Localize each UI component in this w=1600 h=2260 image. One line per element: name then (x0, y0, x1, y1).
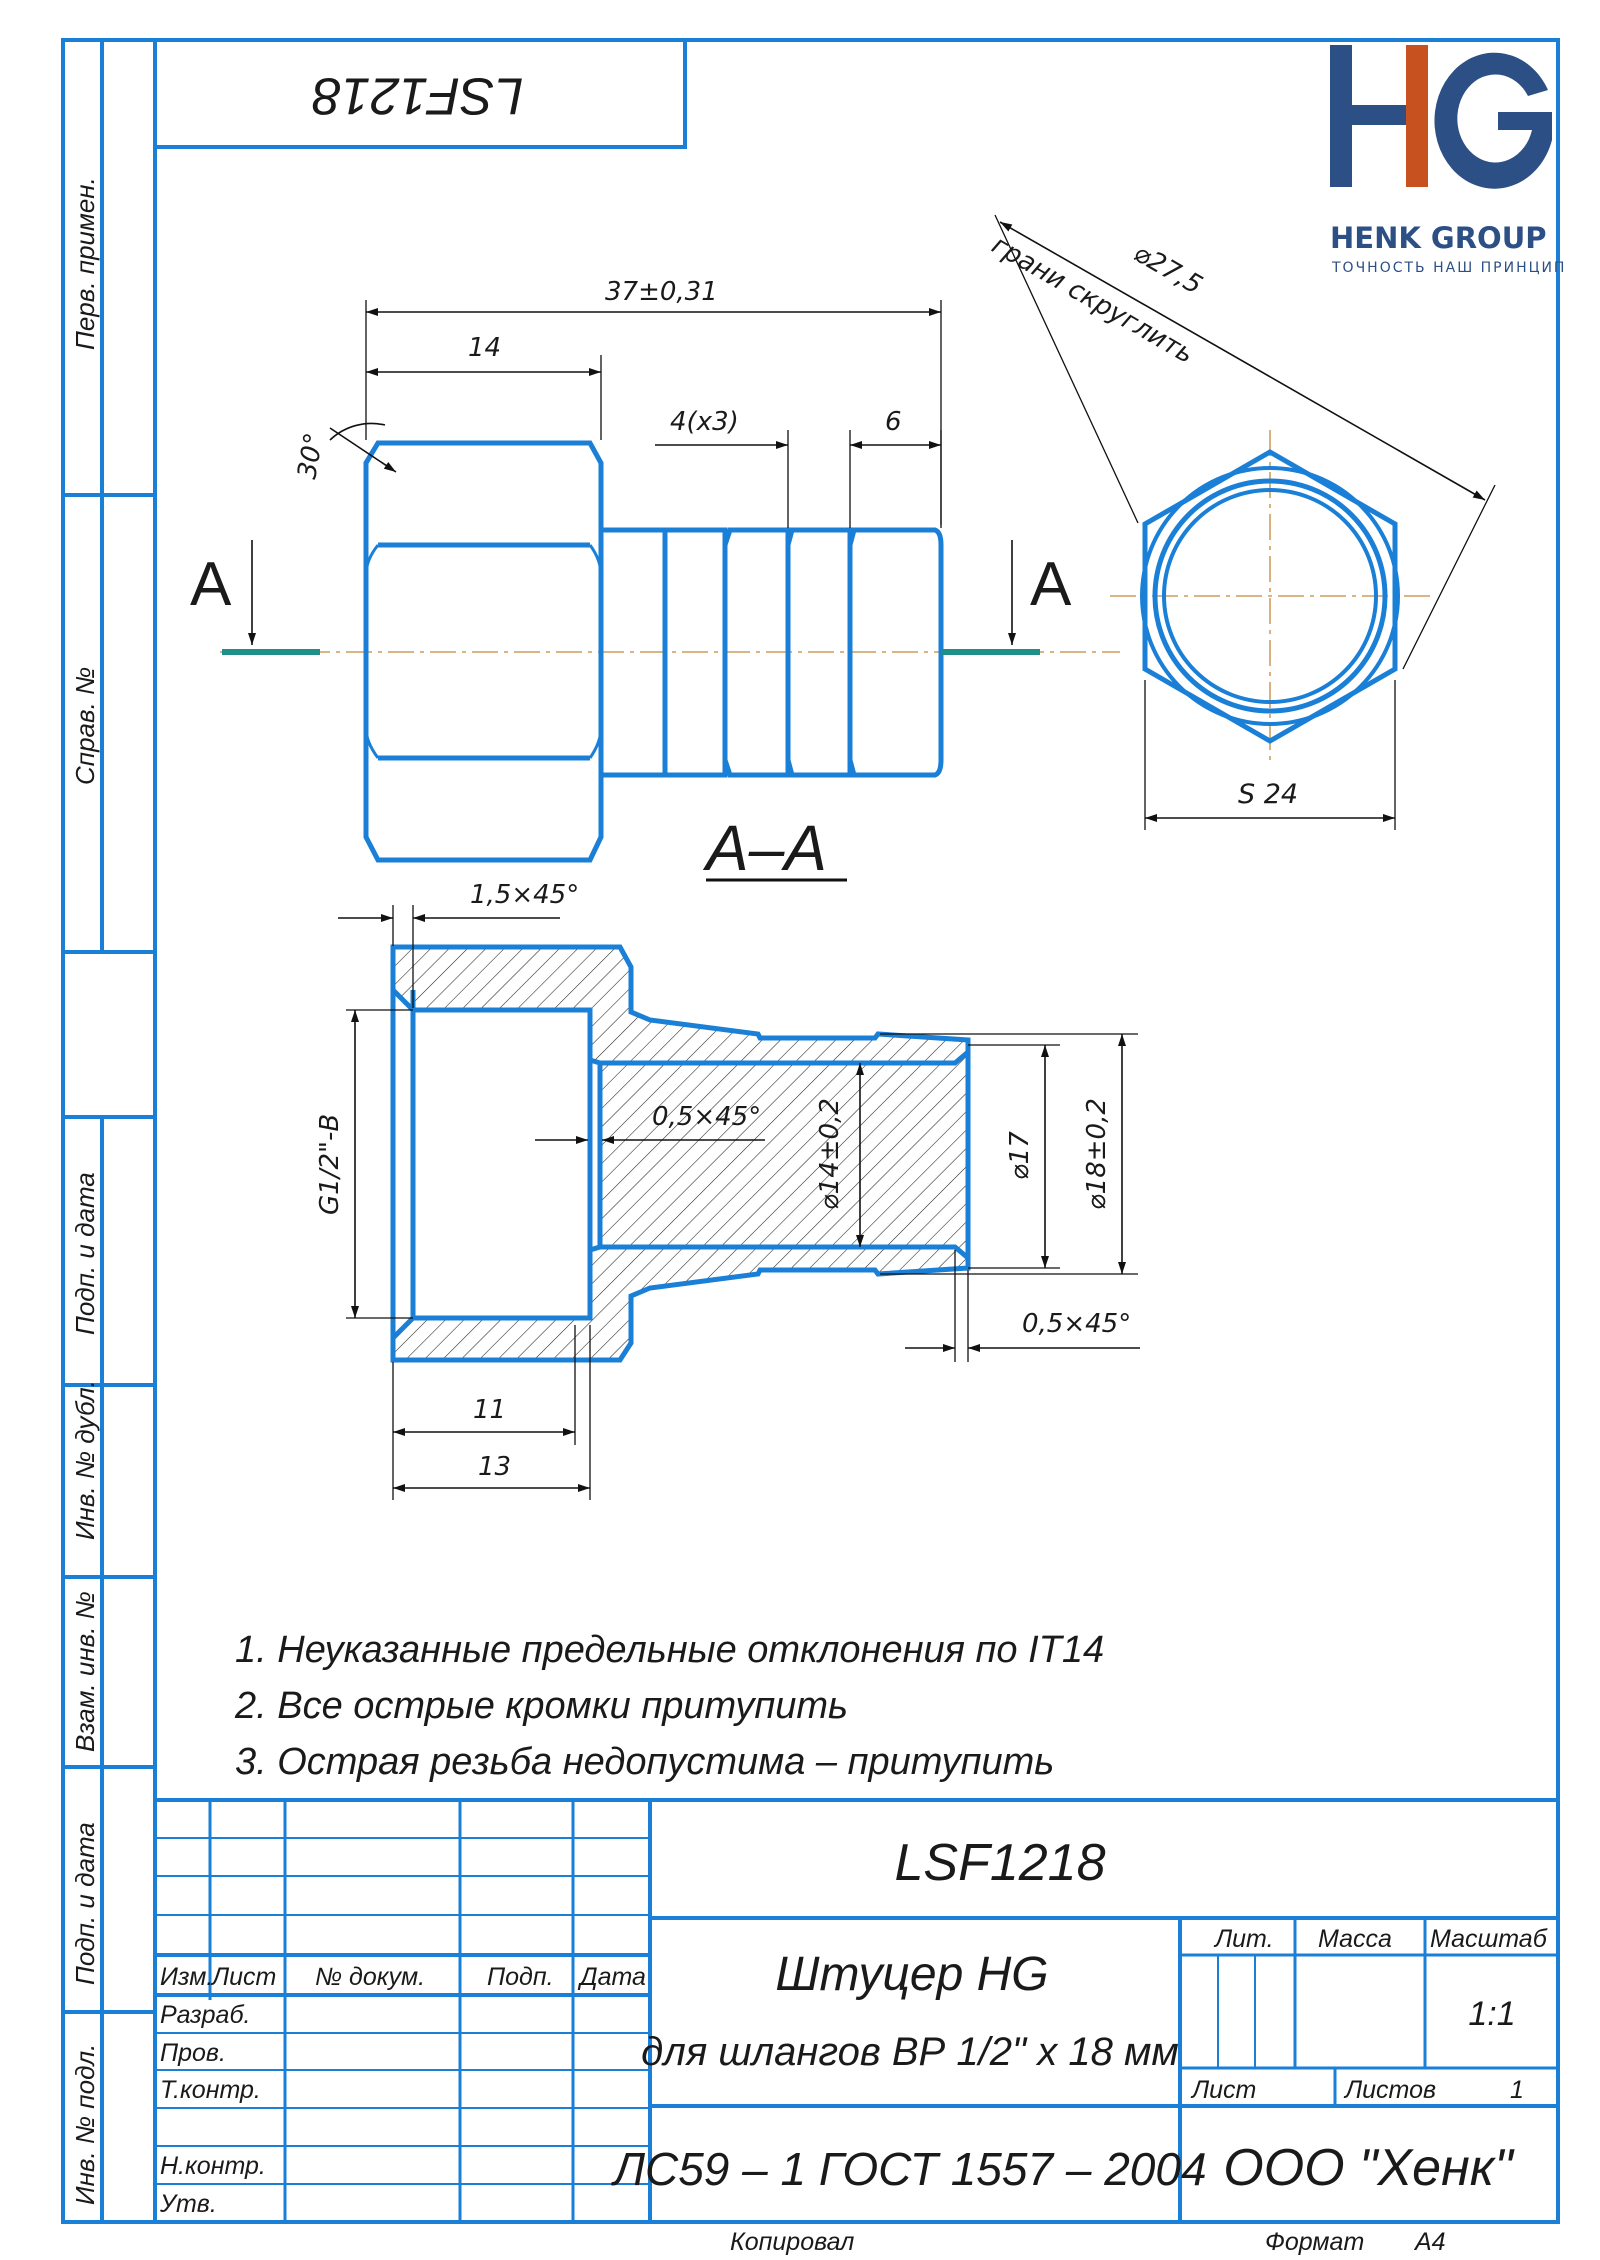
dim-hex-size: S 24 (1238, 779, 1298, 810)
footer-format-value: А4 (1413, 2228, 1446, 2256)
footer-format: Формат (1265, 2228, 1364, 2256)
tb-listov-value: 1 (1510, 2076, 1524, 2104)
end-view: ⌀27,5 грани скруглить S 24 (987, 214, 1496, 830)
tb-massa: Масса (1318, 1925, 1392, 1953)
col-podp: Подп. (487, 1963, 554, 1991)
dim-total-length: 37±0,31 (605, 277, 718, 307)
row-nkontr: Н.контр. (160, 2152, 266, 2180)
tb-subname: для шлангов ВР 1/2" х 18 мм (641, 2030, 1179, 2074)
note-2: 2. Все острые кромки притупить (234, 1685, 848, 1727)
logo-slogan: ТОЧНОСТЬ НАШ ПРИНЦИП (1331, 260, 1566, 276)
tb-scale: 1:1 (1468, 1995, 1515, 2033)
section-a-a: А–А 1,5×45° G1/2"-B 0,5×45° ⌀14±0,2 (315, 812, 1140, 1500)
footer-kopiroval: Копировал (730, 2228, 854, 2256)
section-mark-left: А (190, 550, 232, 619)
row-tkontr: Т.контр. (160, 2076, 261, 2104)
henk-group-logo: HENK GROUP ТОЧНОСТЬ НАШ ПРИНЦИП (1330, 45, 1566, 276)
dim-bore: ⌀14±0,2 (815, 1098, 845, 1210)
sheet-frame (61, 38, 1560, 2224)
dim-len-11: 11 (473, 1395, 506, 1425)
col-data: Дата (577, 1963, 646, 1991)
section-title: А–А (702, 812, 827, 884)
label-perv-primen: Перв. примен. (70, 177, 100, 350)
technical-notes: 1. Неуказанные предельные отклонения по … (234, 1629, 1104, 1783)
dim-rib-diameter: ⌀18±0,2 (1082, 1098, 1112, 1210)
tb-listov: Листов (1343, 2076, 1436, 2104)
note-3: 3. Острая резьба недопустима – притупить (235, 1741, 1054, 1783)
dim-chamfer-end: 0,5×45° (1022, 1309, 1131, 1339)
logo-company: HENK GROUP (1330, 221, 1547, 255)
dim-rib-end: 6 (885, 407, 902, 437)
dim-hex-length: 14 (468, 333, 501, 363)
title-block: Изм. Лист № докум. Подп. Дата Разраб. Пр… (155, 1798, 1558, 2222)
dim-across-corners: ⌀27,5 (1129, 238, 1208, 301)
col-list: Лист (210, 1963, 276, 1991)
tb-masshtab: Масштаб (1430, 1925, 1548, 1953)
dim-shank: ⌀17 (1005, 1131, 1035, 1180)
label-sprav-no: Справ. № (70, 667, 100, 785)
side-view: А А 37±0,31 14 30° 4(x3) 6 (190, 277, 1120, 863)
row-razrab: Разраб. (160, 2001, 250, 2029)
label-podp-data-1: Подп. и дата (70, 1172, 100, 1335)
dim-chamfer-outer: 1,5×45° (470, 880, 579, 910)
dim-thread: G1/2"-B (315, 1114, 345, 1215)
section-mark-right: А (1030, 550, 1072, 619)
tb-lit: Лит. (1213, 1925, 1274, 1953)
tb-organization: ООО "Хенк" (1223, 2139, 1515, 2197)
tb-list: Лист (1190, 2076, 1256, 2104)
note-1: 1. Неуказанные предельные отклонения по … (235, 1629, 1104, 1671)
dim-chamfer-angle: 30° (292, 431, 330, 482)
col-dokum: № докум. (315, 1963, 425, 1991)
side-strip: Перв. примен. Справ. № Подп. и дата Инв.… (63, 40, 155, 2222)
dim-chamfer-inner: 0,5×45° (652, 1102, 761, 1132)
tb-material: ЛС59 – 1 ГОСТ 1557 – 2004 (610, 2143, 1206, 2195)
top-stamp: LSF1218 (155, 40, 687, 149)
sheet-footer: Копировал Формат А4 (730, 2228, 1446, 2256)
tb-name: Штуцер HG (775, 1948, 1048, 2001)
row-utv: Утв. (159, 2190, 217, 2218)
row-prov: Пров. (160, 2039, 226, 2067)
stamp-code-rotated: LSF1218 (312, 66, 523, 124)
tb-designation: LSF1218 (894, 1834, 1105, 1892)
col-izm: Изм. (160, 1963, 213, 1991)
label-podp-data-2: Подп. и дата (70, 1822, 100, 1985)
label-vzam-inv: Взам. инв. № (70, 1591, 100, 1752)
dim-rib-pitch: 4(x3) (670, 407, 739, 437)
dim-len-13: 13 (478, 1452, 511, 1482)
label-inv-dubl: Инв. № дубл. (70, 1380, 100, 1540)
label-inv-podl: Инв. № подл. (70, 2044, 100, 2205)
